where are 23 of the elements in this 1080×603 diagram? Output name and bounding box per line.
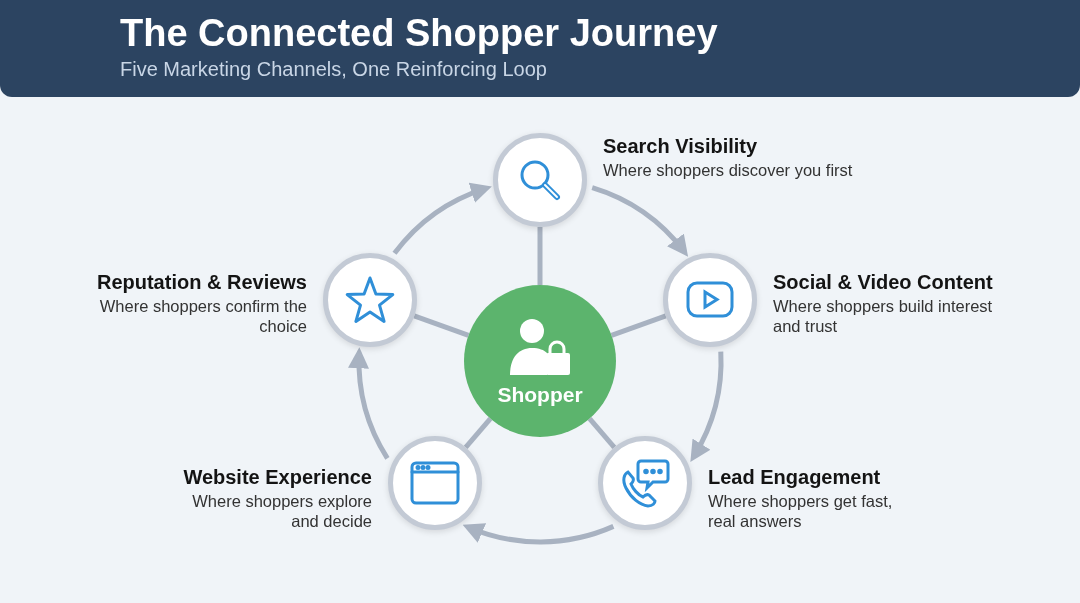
connector-line <box>587 416 617 450</box>
channel-description: Where shoppers confirm the choice <box>98 296 307 336</box>
arrow <box>591 185 689 257</box>
channel-description: Where shoppers discover you first <box>603 160 854 180</box>
connector-line <box>463 416 493 450</box>
title: The Connected Shopper Journey <box>120 12 718 55</box>
channel-description: Where shoppers get fast, real answers <box>708 491 894 531</box>
connector-line <box>413 313 470 338</box>
arrow <box>348 347 390 460</box>
channel-heading: Reputation & Reviews <box>95 270 307 294</box>
arrow <box>690 351 724 463</box>
channel-heading: Search Visibility <box>603 134 759 158</box>
arrow <box>392 183 492 255</box>
subtitle: Five Marketing Channels, One Reinforcing Loop <box>120 58 547 81</box>
channel-heading: Social & Video Content <box>773 270 994 294</box>
channel-heading: Lead Engagement <box>708 465 882 489</box>
connector-line <box>610 313 667 338</box>
channel-heading: Website Experience <box>182 465 372 489</box>
arrow <box>462 522 615 545</box>
connector-line <box>537 227 543 285</box>
channel-description: Where shoppers explore and decide <box>191 491 372 531</box>
channel-description: Where shoppers build interest and trust <box>773 296 994 336</box>
hub-label: Shopper <box>496 383 584 407</box>
